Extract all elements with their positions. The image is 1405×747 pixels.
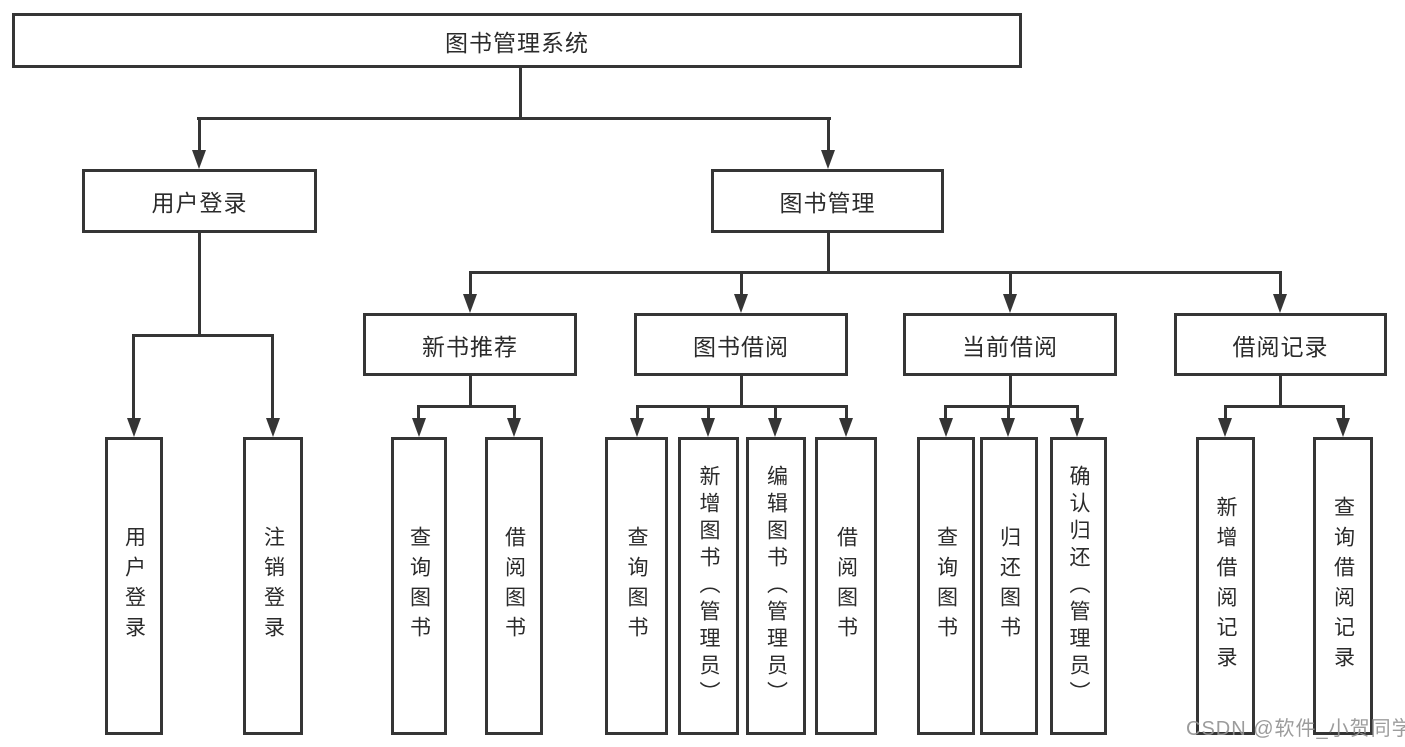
connector-line bbox=[132, 334, 135, 422]
arrowhead-down-icon bbox=[1218, 418, 1232, 437]
node-label: 图书管理系统 bbox=[445, 29, 589, 56]
arrowhead-down-icon bbox=[1070, 418, 1084, 437]
connector-line bbox=[197, 117, 831, 120]
connector-line bbox=[1342, 405, 1345, 421]
connector-line bbox=[469, 271, 472, 296]
connector-line bbox=[1279, 271, 1282, 296]
connector-line bbox=[1009, 271, 1012, 296]
connector-line bbox=[1009, 376, 1012, 408]
connector-line bbox=[513, 405, 516, 421]
node-user-login-group: 用户登录 bbox=[82, 169, 317, 233]
arrowhead-down-icon bbox=[1001, 418, 1015, 437]
connector-line bbox=[707, 405, 710, 421]
connector-line bbox=[132, 334, 274, 337]
connector-line bbox=[944, 405, 947, 421]
node-leaf-return-books: 归还图书 bbox=[980, 437, 1038, 735]
connector-line bbox=[417, 405, 516, 408]
node-current-borrowing: 当前借阅 bbox=[903, 313, 1117, 376]
connector-line bbox=[774, 405, 777, 421]
node-label: 图书借阅 bbox=[693, 333, 789, 360]
connector-line bbox=[1224, 405, 1345, 408]
node-label: 借阅图书 bbox=[502, 526, 526, 646]
node-label: 确认归还（管理员） bbox=[1067, 464, 1091, 708]
node-leaf-query-books-1: 查询图书 bbox=[391, 437, 447, 735]
arrowhead-down-icon bbox=[266, 418, 280, 437]
connector-line bbox=[1076, 405, 1079, 421]
node-label: 借阅记录 bbox=[1232, 333, 1329, 360]
node-leaf-borrow-books-1: 借阅图书 bbox=[485, 437, 543, 735]
connector-line bbox=[740, 376, 743, 408]
node-label: 注销登录 bbox=[261, 526, 285, 646]
arrowhead-down-icon bbox=[192, 150, 206, 169]
arrowhead-down-icon bbox=[507, 418, 521, 437]
node-label: 新增图书（管理员） bbox=[697, 464, 721, 708]
node-leaf-confirm-return-admin: 确认归还（管理员） bbox=[1050, 437, 1107, 735]
connector-line bbox=[636, 405, 848, 408]
connector-line bbox=[827, 233, 830, 274]
node-borrowing-records: 借阅记录 bbox=[1174, 313, 1387, 376]
node-label: 查询借阅记录 bbox=[1331, 496, 1355, 676]
node-library-system: 图书管理系统 bbox=[12, 13, 1022, 68]
node-leaf-logout: 注销登录 bbox=[243, 437, 303, 735]
connector-line bbox=[740, 271, 743, 296]
connector-line bbox=[944, 405, 1079, 408]
arrowhead-down-icon bbox=[821, 150, 835, 169]
arrowhead-down-icon bbox=[939, 418, 953, 437]
node-label: 用户登录 bbox=[151, 190, 248, 216]
node-leaf-edit-books-admin: 编辑图书（管理员） bbox=[746, 437, 806, 735]
connector-line bbox=[469, 271, 1282, 274]
arrowhead-down-icon bbox=[701, 418, 715, 437]
node-leaf-borrow-books-2: 借阅图书 bbox=[815, 437, 877, 735]
node-book-management: 图书管理 bbox=[711, 169, 944, 233]
node-label: 新增借阅记录 bbox=[1214, 496, 1238, 676]
connector-line bbox=[198, 117, 201, 153]
node-leaf-add-borrow-record: 新增借阅记录 bbox=[1196, 437, 1255, 735]
connector-line bbox=[827, 117, 830, 153]
node-label: 图书管理 bbox=[779, 190, 876, 216]
arrowhead-down-icon bbox=[1336, 418, 1350, 437]
node-leaf-query-books-3: 查询图书 bbox=[917, 437, 975, 735]
node-label: 查询图书 bbox=[934, 526, 958, 646]
node-book-borrowing: 图书借阅 bbox=[634, 313, 848, 376]
connector-line bbox=[198, 233, 201, 337]
node-label: 用户登录 bbox=[122, 526, 146, 646]
connector-line bbox=[519, 68, 522, 120]
arrowhead-down-icon bbox=[839, 418, 853, 437]
arrowhead-down-icon bbox=[1273, 294, 1287, 313]
arrowhead-down-icon bbox=[734, 294, 748, 313]
node-leaf-add-books-admin: 新增图书（管理员） bbox=[678, 437, 739, 735]
arrowhead-down-icon bbox=[768, 418, 782, 437]
node-label: 当前借阅 bbox=[962, 333, 1058, 360]
node-label: 新书推荐 bbox=[422, 333, 518, 360]
connector-line bbox=[271, 334, 274, 422]
node-leaf-user-login: 用户登录 bbox=[105, 437, 163, 735]
connector-line bbox=[469, 376, 472, 408]
connector-line bbox=[845, 405, 848, 421]
node-label: 查询图书 bbox=[625, 526, 649, 646]
arrowhead-down-icon bbox=[127, 418, 141, 437]
arrowhead-down-icon bbox=[412, 418, 426, 437]
connector-line bbox=[1279, 376, 1282, 408]
connector-line bbox=[636, 405, 639, 421]
node-leaf-query-borrow-record: 查询借阅记录 bbox=[1313, 437, 1373, 735]
arrowhead-down-icon bbox=[1003, 294, 1017, 313]
arrowhead-down-icon bbox=[630, 418, 644, 437]
connector-line bbox=[417, 405, 420, 421]
connector-line bbox=[1007, 405, 1010, 421]
connector-line bbox=[1224, 405, 1227, 421]
node-leaf-query-books-2: 查询图书 bbox=[605, 437, 668, 735]
csdn-watermark: CSDN @软件_小贺同学 bbox=[1186, 718, 1405, 740]
node-label: 编辑图书（管理员） bbox=[764, 464, 788, 708]
node-label: 借阅图书 bbox=[834, 526, 858, 646]
node-label: 查询图书 bbox=[407, 526, 431, 646]
arrowhead-down-icon bbox=[463, 294, 477, 313]
node-label: 归还图书 bbox=[997, 526, 1021, 646]
node-new-book-recommendation: 新书推荐 bbox=[363, 313, 577, 376]
